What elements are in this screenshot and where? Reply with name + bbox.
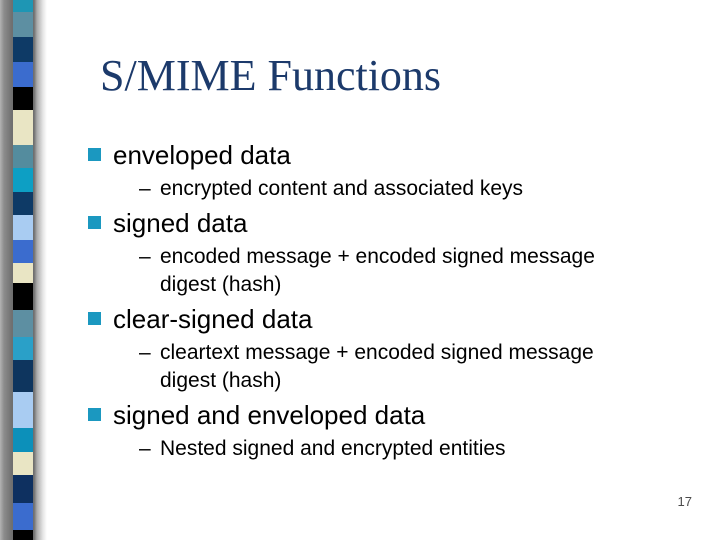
strip-block <box>13 168 33 192</box>
sub-bullet-item: – encrypted content and associated keys <box>88 175 688 203</box>
strip-shadow <box>0 0 48 540</box>
sub-bullet-item: – Nested signed and encrypted entities <box>88 435 688 463</box>
strip-block <box>13 145 33 168</box>
strip-block <box>13 215 33 240</box>
sub-bullet-text: encrypted content and associated keys <box>160 177 524 200</box>
strip-block <box>13 337 33 360</box>
strip-block <box>13 530 33 540</box>
bullet-item: enveloped data <box>88 138 688 172</box>
strip-block <box>13 310 33 337</box>
strip-block <box>13 110 33 145</box>
bullet-square-icon <box>88 408 101 421</box>
sub-bullet-text: encoded message + encoded signed message… <box>160 245 595 296</box>
sub-bullet-item: – encoded message + encoded signed messa… <box>88 243 688 299</box>
bullet-label: signed data <box>113 208 248 238</box>
bullet-group: enveloped data – encrypted content and a… <box>88 138 688 203</box>
sub-bullet-item: – cleartext message + encoded signed mes… <box>88 339 688 395</box>
sub-bullet-text: cleartext message + encoded signed messa… <box>160 341 594 392</box>
strip-block <box>13 12 33 37</box>
strip-block <box>13 87 33 110</box>
strip-block <box>13 263 33 283</box>
strip-block <box>13 428 33 452</box>
strip-block <box>13 503 33 530</box>
bullet-label: clear-signed data <box>113 304 313 334</box>
strip-block <box>13 392 33 428</box>
page-number: 17 <box>677 494 692 509</box>
bullet-square-icon <box>88 216 101 229</box>
color-strip <box>13 0 33 540</box>
strip-block <box>13 283 33 310</box>
sub-bullet-text: Nested signed and encrypted entities <box>160 437 506 460</box>
bullet-square-icon <box>88 148 101 161</box>
strip-block <box>13 240 33 263</box>
bullet-group: clear-signed data – cleartext message + … <box>88 302 688 395</box>
bullet-group: signed and enveloped data – Nested signe… <box>88 398 688 463</box>
dash-icon: – <box>139 437 151 460</box>
bullet-group: signed data – encoded message + encoded … <box>88 206 688 299</box>
strip-block <box>13 37 33 62</box>
slide-title: S/MIME Functions <box>100 51 442 100</box>
strip-block <box>13 360 33 392</box>
dash-icon: – <box>139 245 151 268</box>
strip-block <box>13 0 33 12</box>
strip-block <box>13 452 33 475</box>
bullet-label: enveloped data <box>113 140 291 170</box>
bullet-item: signed and enveloped data <box>88 398 688 432</box>
dash-icon: – <box>139 341 151 364</box>
bullet-list: enveloped data – encrypted content and a… <box>88 138 688 466</box>
strip-block <box>13 62 33 87</box>
bullet-label: signed and enveloped data <box>113 400 426 430</box>
bullet-square-icon <box>88 312 101 325</box>
dash-icon: – <box>139 177 151 200</box>
bullet-item: clear-signed data <box>88 302 688 336</box>
bullet-item: signed data <box>88 206 688 240</box>
strip-block <box>13 475 33 503</box>
strip-block <box>13 192 33 215</box>
